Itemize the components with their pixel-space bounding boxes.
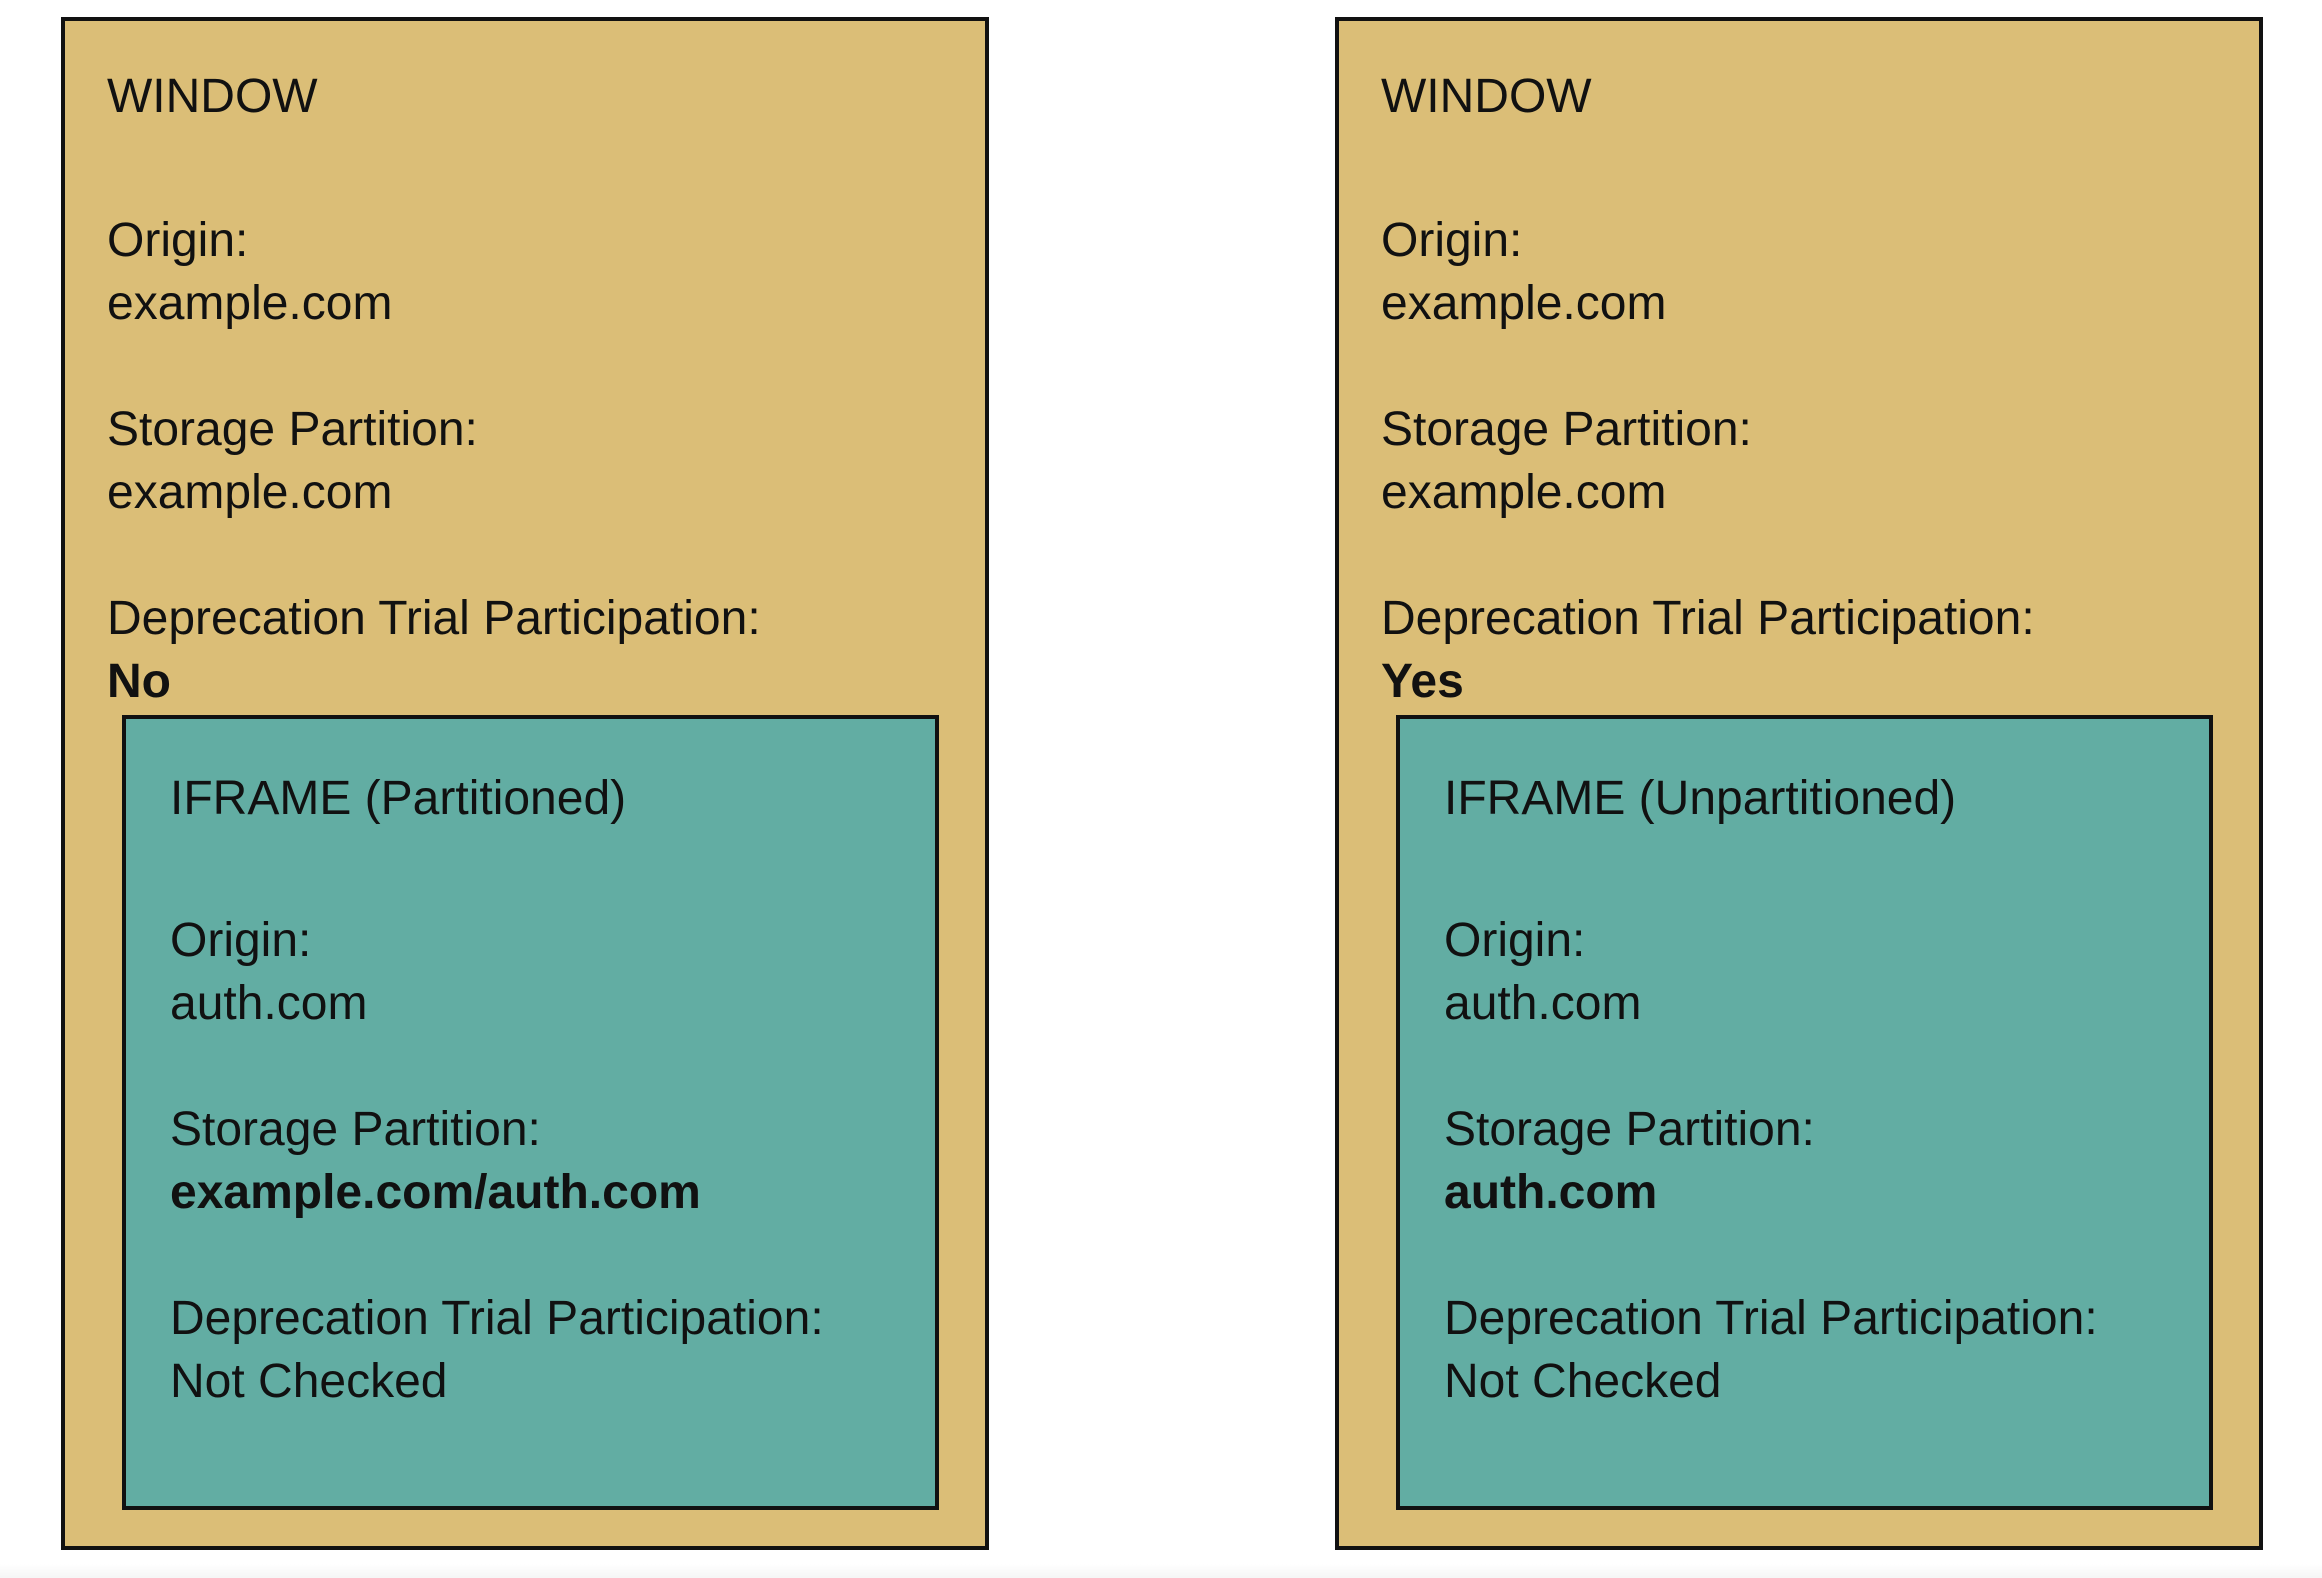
window-trial-field: Deprecation Trial Participation: No	[107, 587, 761, 713]
iframe-title: IFRAME (Unpartitioned)	[1444, 772, 1957, 825]
window-title: WINDOW	[1381, 70, 1592, 123]
window-origin-value: example.com	[1381, 277, 1667, 330]
iframe-partition-value: auth.com	[1444, 1166, 1658, 1219]
window-box-left: WINDOW Origin: example.com Storage Parti…	[61, 17, 989, 1550]
window-partition-label: Storage Partition:	[1381, 403, 1752, 456]
window-origin-label: Origin:	[1381, 214, 1523, 267]
window-trial-value: Yes	[1381, 655, 1464, 708]
iframe-partition-label: Storage Partition:	[170, 1103, 541, 1156]
window-box-right: WINDOW Origin: example.com Storage Parti…	[1335, 17, 2263, 1550]
iframe-trial-label: Deprecation Trial Participation:	[1444, 1292, 2098, 1345]
iframe-box-unpartitioned: IFRAME (Unpartitioned) Origin: auth.com …	[1396, 715, 2213, 1510]
iframe-origin-value: auth.com	[1444, 977, 1642, 1030]
iframe-trial-field: Deprecation Trial Participation: Not Che…	[1444, 1287, 2098, 1413]
iframe-origin-field: Origin: auth.com	[170, 909, 367, 1035]
iframe-trial-value: Not Checked	[1444, 1355, 1722, 1408]
iframe-origin-label: Origin:	[170, 914, 312, 967]
window-origin-label: Origin:	[107, 214, 249, 267]
window-origin-field: Origin: example.com	[1381, 209, 1666, 335]
window-trial-label: Deprecation Trial Participation:	[1381, 592, 2035, 645]
iframe-partition-label: Storage Partition:	[1444, 1103, 1815, 1156]
iframe-origin-value: auth.com	[170, 977, 368, 1030]
window-trial-label: Deprecation Trial Participation:	[107, 592, 761, 645]
window-origin-value: example.com	[107, 277, 393, 330]
window-trial-value: No	[107, 655, 171, 708]
page-bottom-shade	[0, 1564, 2322, 1578]
window-origin-field: Origin: example.com	[107, 209, 392, 335]
iframe-partition-value: example.com/auth.com	[170, 1166, 701, 1219]
window-trial-field: Deprecation Trial Participation: Yes	[1381, 587, 2035, 713]
iframe-partition-field: Storage Partition: auth.com	[1444, 1098, 1815, 1224]
iframe-trial-value: Not Checked	[170, 1355, 448, 1408]
iframe-box-partitioned: IFRAME (Partitioned) Origin: auth.com St…	[122, 715, 939, 1510]
iframe-trial-field: Deprecation Trial Participation: Not Che…	[170, 1287, 824, 1413]
window-partition-value: example.com	[1381, 466, 1667, 519]
iframe-partition-field: Storage Partition: example.com/auth.com	[170, 1098, 701, 1224]
window-title: WINDOW	[107, 70, 318, 123]
window-partition-field: Storage Partition: example.com	[1381, 398, 1752, 524]
iframe-origin-label: Origin:	[1444, 914, 1586, 967]
iframe-title: IFRAME (Partitioned)	[170, 772, 627, 825]
iframe-trial-label: Deprecation Trial Participation:	[170, 1292, 824, 1345]
window-partition-label: Storage Partition:	[107, 403, 478, 456]
iframe-origin-field: Origin: auth.com	[1444, 909, 1641, 1035]
window-partition-value: example.com	[107, 466, 393, 519]
window-partition-field: Storage Partition: example.com	[107, 398, 478, 524]
